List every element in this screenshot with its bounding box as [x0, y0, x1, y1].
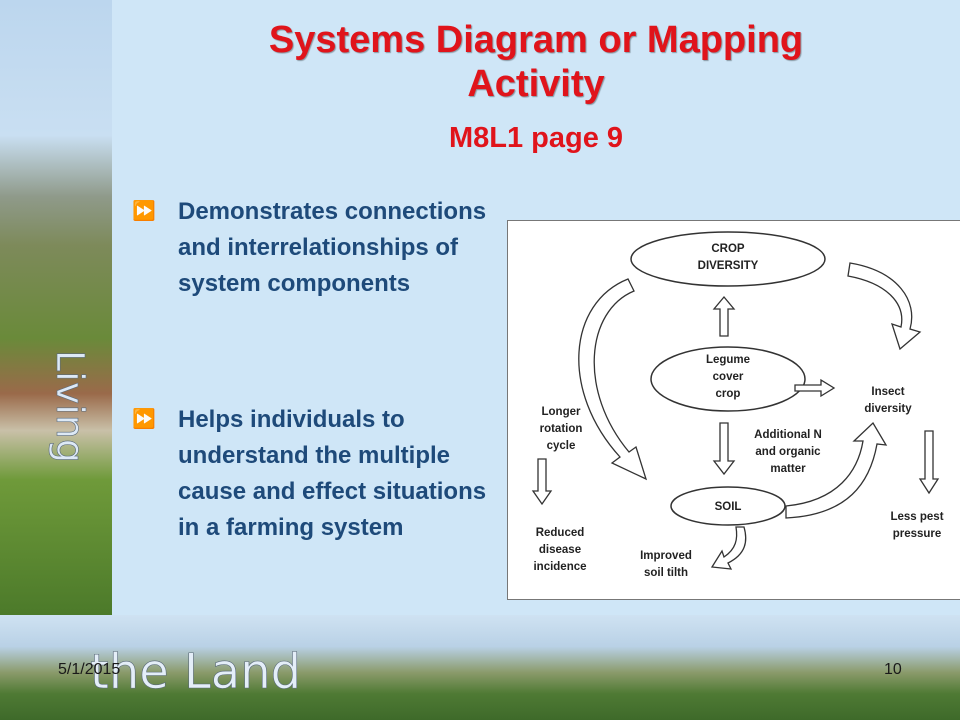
footer-page-number: 10 — [884, 661, 902, 678]
bullet-text: Demonstrates connections and interrelati… — [178, 198, 487, 297]
arrow-legume-to-soil — [712, 422, 736, 476]
crop-diversity-node — [630, 231, 826, 287]
diagram-shapes — [531, 231, 940, 570]
the-land-logo: the Land — [90, 644, 302, 701]
arrow-crop-to-soil — [578, 278, 648, 481]
bullet-text: Helps individuals to understand the mult… — [178, 406, 487, 541]
footer-date: 5/1/2015 — [58, 661, 121, 678]
soil-node — [670, 486, 786, 526]
slide-subtitle: M8L1 page 9 — [448, 122, 624, 154]
branding-top: Living — [48, 350, 92, 463]
living-logo: Living — [48, 350, 93, 464]
bullet-marker-icon: ⏩ — [132, 409, 156, 430]
left-landscape-photo — [0, 0, 112, 615]
title-line-2: Activity — [467, 63, 605, 105]
soil-label: SOIL — [714, 501, 742, 513]
bottom-landscape-photo — [0, 615, 960, 720]
legume-node — [650, 346, 806, 412]
arrow-crop-to-insect — [847, 262, 922, 351]
branding-bottom: the Land — [90, 644, 301, 700]
arrow-legume-to-crop — [712, 295, 736, 337]
slide-title: Systems Diagram or Mapping Activity — [112, 18, 960, 106]
arrow-soil-to-tilth — [710, 526, 747, 570]
arrow-longer-to-reduced — [531, 458, 553, 506]
arrow-legume-to-insect — [794, 378, 836, 398]
title-line-1: Systems Diagram or Mapping — [268, 19, 804, 61]
arrow-soil-to-insect — [785, 421, 888, 519]
bullet-marker-icon: ⏩ — [132, 201, 156, 222]
arrow-insect-to-less-pest — [918, 430, 940, 495]
